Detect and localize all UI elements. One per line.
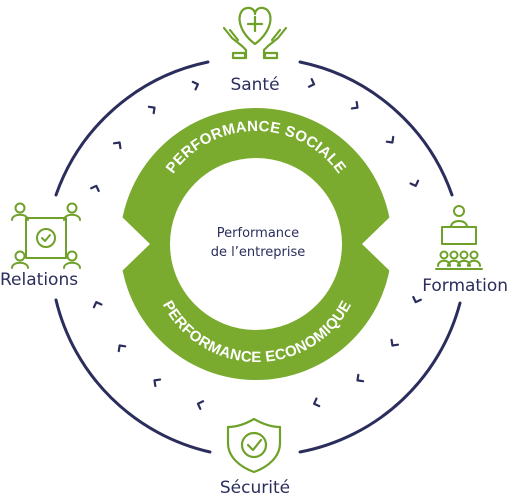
chevron-arrow-9 [153, 378, 162, 388]
node-label-sante: Santé [230, 75, 280, 95]
classroom-trainer-icon [435, 205, 483, 270]
chevron-arrow-11 [92, 301, 103, 309]
center-title-line-1: Performance [216, 226, 300, 241]
chevron-arrow-10 [117, 344, 127, 353]
outer-cycle-ring [54, 60, 462, 454]
chevron-arrow-12 [90, 184, 100, 193]
chevron-arrow-6 [356, 373, 365, 383]
chevron-arrow-5 [390, 338, 400, 347]
chevron-arrows [90, 78, 422, 410]
ring-notch-right [362, 213, 394, 275]
center-title: Performance de l’entreprise [175, 224, 341, 262]
ring-notch-left [118, 213, 150, 275]
outer-arc-bottom-left [54, 298, 212, 454]
center-title-line-2: de l’entreprise [210, 245, 306, 260]
node-label-securite: Sécurité [219, 478, 291, 498]
chevron-arrow-3 [409, 179, 420, 187]
outer-arc-right-bottom [298, 301, 462, 454]
heart-in-hands-icon [222, 6, 288, 60]
chevron-arrow-0 [307, 78, 316, 88]
chevron-arrow-14 [147, 105, 156, 115]
chevron-arrow-2 [385, 135, 395, 144]
chevron-arrow-8 [196, 400, 205, 410]
chevron-arrow-13 [112, 141, 122, 150]
node-label-relations: Relations [0, 270, 79, 290]
chevron-arrow-4 [412, 295, 422, 304]
chevron-arrow-7 [313, 397, 321, 408]
outer-arc-top-right [298, 60, 454, 197]
chevron-arrow-15 [191, 80, 199, 91]
performance-ring: PERFORMANCE SOCIALE PERFORMANCE ECONOMIQ… [118, 108, 394, 380]
chevron-arrow-1 [350, 100, 359, 110]
shield-check-icon [226, 417, 282, 474]
people-meeting-icon [11, 202, 81, 269]
node-label-formation: Formation [422, 276, 508, 296]
outer-arc-left-top [54, 60, 210, 197]
